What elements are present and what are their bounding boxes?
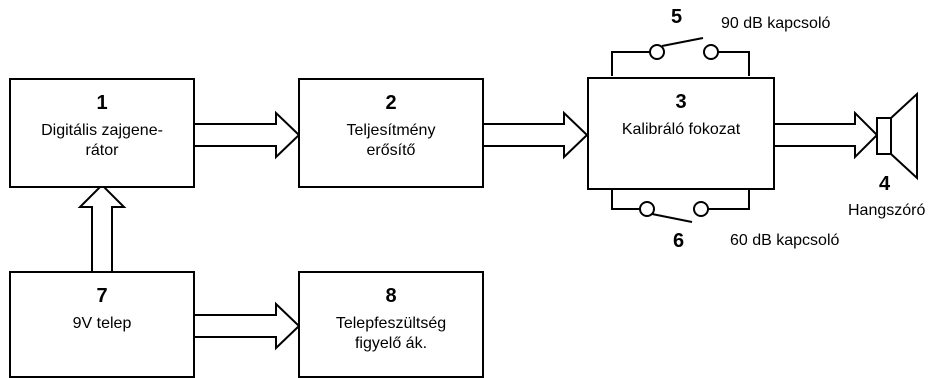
- arrow-7-to-1: [77, 183, 127, 273]
- arrow-7-to-8: [193, 301, 301, 351]
- block-2-power-amplifier: 2 Teljesítmény erősítő: [298, 78, 484, 188]
- speaker-icon: [876, 117, 892, 155]
- switch-5-number: 5: [671, 6, 683, 28]
- switch-6-number: 6: [673, 230, 685, 252]
- block-8-battery-monitor: 8 Telepfeszültség figyelő ák.: [298, 271, 484, 378]
- speaker-cone-icon: [890, 91, 918, 181]
- speaker-label: Hangszóró: [848, 202, 926, 219]
- switch-5-label: 90 dB kapcsoló: [721, 15, 831, 32]
- block-3-number: 3: [675, 91, 687, 113]
- block-7-battery: 7 9V telep: [9, 271, 195, 378]
- block-8-label-line2: figyelő ák.: [354, 335, 428, 352]
- block-2-label-line1: Teljesítmény: [346, 122, 436, 139]
- block-3-label: Kalibráló fokozat: [621, 121, 741, 138]
- block-8-number: 8: [385, 285, 397, 307]
- block-2-label-line2: erősítő: [366, 142, 416, 159]
- block-7-label: 9V telep: [72, 315, 132, 332]
- arrow-3-to-speaker: [773, 110, 879, 160]
- block-3-calibration-stage: 3 Kalibráló fokozat: [587, 77, 775, 190]
- block-1-label-line2: rátor: [85, 142, 119, 159]
- block-1-digital-noise-generator: 1 Digitális zajgene- rátor: [9, 78, 195, 188]
- switch-6-label: 60 dB kapcsoló: [730, 232, 840, 249]
- speaker-number: 4: [879, 173, 891, 195]
- arrow-2-to-3: [481, 110, 589, 160]
- block-1-number: 1: [96, 92, 108, 114]
- block-8-label-line1: Telepfeszültség: [335, 315, 447, 332]
- block-7-number: 7: [96, 285, 108, 307]
- arrow-1-to-2: [193, 110, 301, 160]
- switch-6-icon: [611, 190, 750, 223]
- switch-5-icon: [611, 37, 750, 76]
- block-2-number: 2: [385, 92, 397, 114]
- block-1-label-line1: Digitális zajgene-: [41, 122, 163, 139]
